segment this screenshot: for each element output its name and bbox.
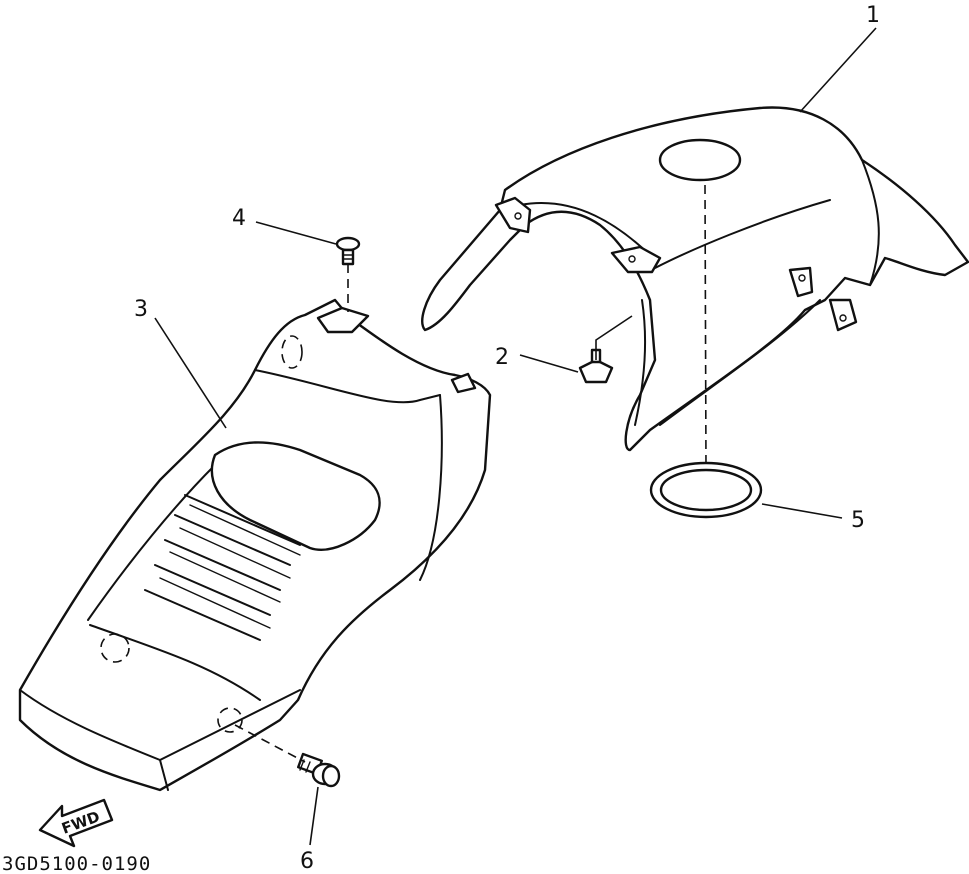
leader-line-6 <box>309 786 319 846</box>
leader-line-2 <box>519 354 579 373</box>
callout-5: 5 <box>851 508 865 533</box>
assembly-line-bolt <box>234 724 306 763</box>
callout-3: 3 <box>134 297 148 322</box>
callout-1: 1 <box>866 3 880 28</box>
fwd-label: FWD <box>59 807 102 837</box>
diagram-code: 3GD5100-0190 <box>2 853 151 874</box>
part-4-screw <box>335 236 361 266</box>
part-3-side-cover <box>18 298 492 792</box>
leader-line-5 <box>761 503 843 519</box>
callout-4: 4 <box>232 206 246 231</box>
callout-2: 2 <box>495 345 509 370</box>
part-1-tank-cover <box>421 106 969 452</box>
leader-line-3 <box>154 317 227 429</box>
fwd-arrow-icon: FWD <box>38 798 114 848</box>
leader-line-1 <box>799 27 877 113</box>
assembly-line-ring <box>704 184 707 471</box>
callout-6: 6 <box>300 849 314 874</box>
part-6-bolt <box>297 752 341 788</box>
leader-line-4 <box>255 221 337 245</box>
part-5-ring <box>649 461 763 519</box>
leader-line-2b <box>595 315 633 360</box>
